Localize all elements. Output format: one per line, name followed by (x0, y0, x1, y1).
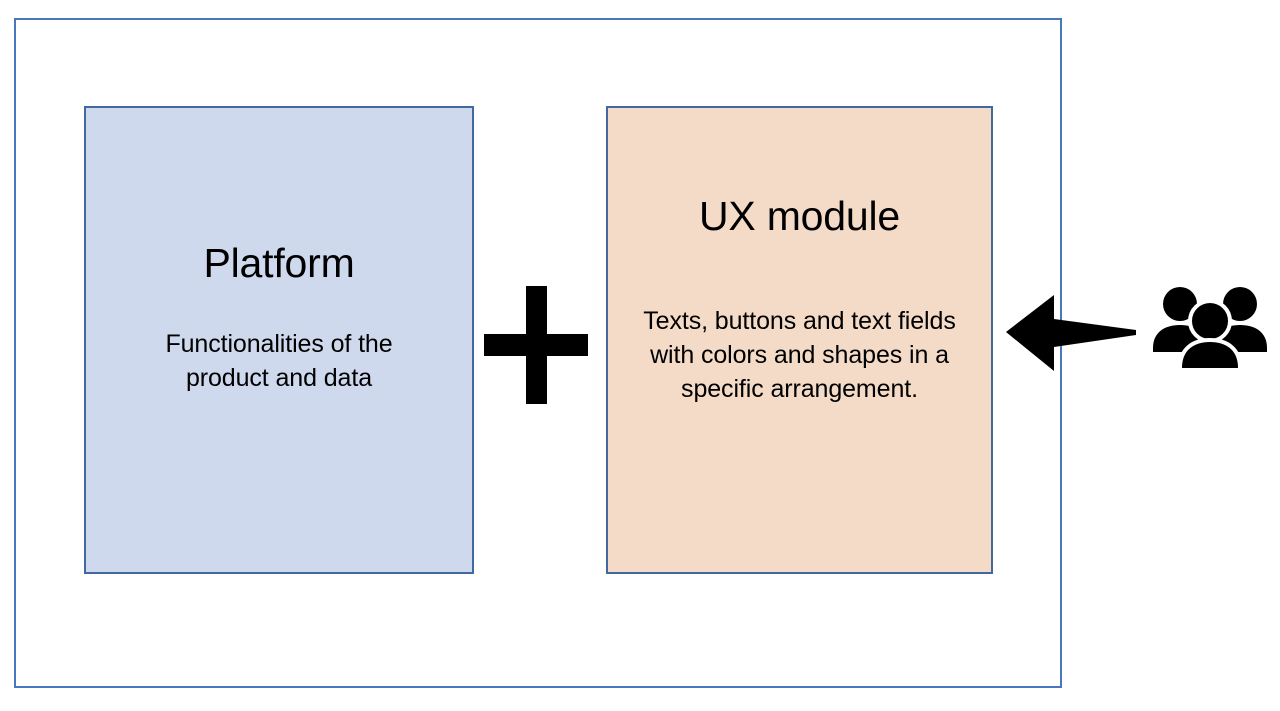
plus-sign-icon (484, 286, 588, 404)
platform-description: Functionalities of the product and data (165, 330, 393, 393)
people-group-icon (1153, 287, 1267, 370)
arrow-left-icon (1006, 295, 1136, 371)
plus-horizontal-bar (484, 334, 588, 356)
concept-box-ux-module[interactable]: UX module Texts, buttons and text fields… (606, 106, 993, 574)
ux-module-description: Texts, buttons and text fields with colo… (643, 307, 956, 404)
concept-box-platform[interactable]: Platform Functionalities of the product … (84, 106, 474, 574)
platform-title: Platform (203, 240, 355, 286)
ux-module-title: UX module (698, 193, 901, 239)
